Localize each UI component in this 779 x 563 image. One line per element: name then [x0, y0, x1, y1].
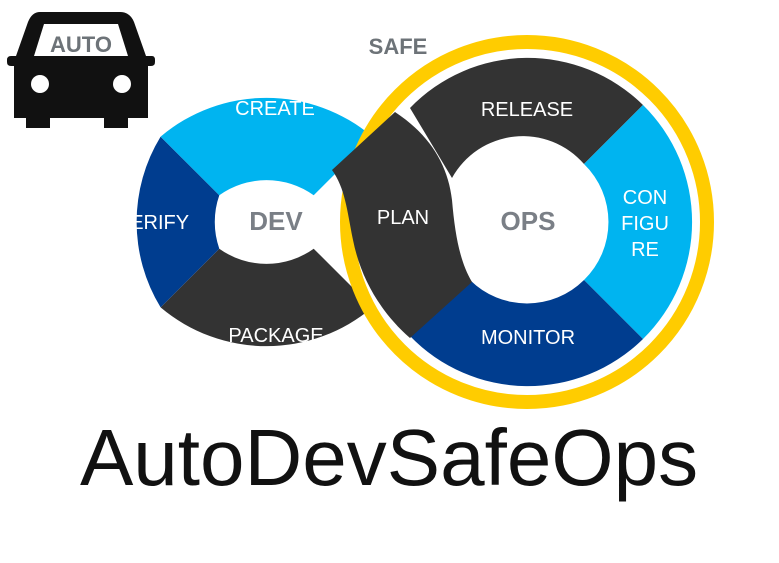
main-title: AutoDevSafeOps	[80, 413, 698, 502]
plan-segment	[332, 112, 472, 338]
monitor-segment	[410, 280, 643, 387]
create-label: CREATE	[235, 98, 315, 120]
ops-loop	[410, 57, 693, 387]
auto-label: AUTO	[50, 32, 112, 57]
create-segment	[160, 97, 373, 196]
plan-label: PLAN	[377, 207, 429, 229]
verify-segment	[136, 136, 220, 308]
verify-label: VERIFY	[117, 212, 189, 234]
configure-label-line-3: RE	[631, 239, 659, 261]
package-segment	[160, 248, 373, 347]
configure-segment	[584, 105, 693, 339]
car-icon	[7, 12, 155, 128]
configure-label-line-1: CON	[623, 187, 667, 209]
safe-label: SAFE	[369, 34, 428, 59]
release-segment	[410, 57, 643, 178]
dev-center-label: DEV	[249, 206, 303, 236]
monitor-label: MONITOR	[481, 327, 575, 349]
package-label: PACKAGE	[228, 325, 323, 347]
safe-ring	[340, 35, 714, 409]
dev-loop	[136, 97, 373, 347]
release-label: RELEASE	[481, 99, 573, 121]
ops-center-label: OPS	[501, 206, 556, 236]
configure-label-line-2: FIGU	[621, 213, 669, 235]
